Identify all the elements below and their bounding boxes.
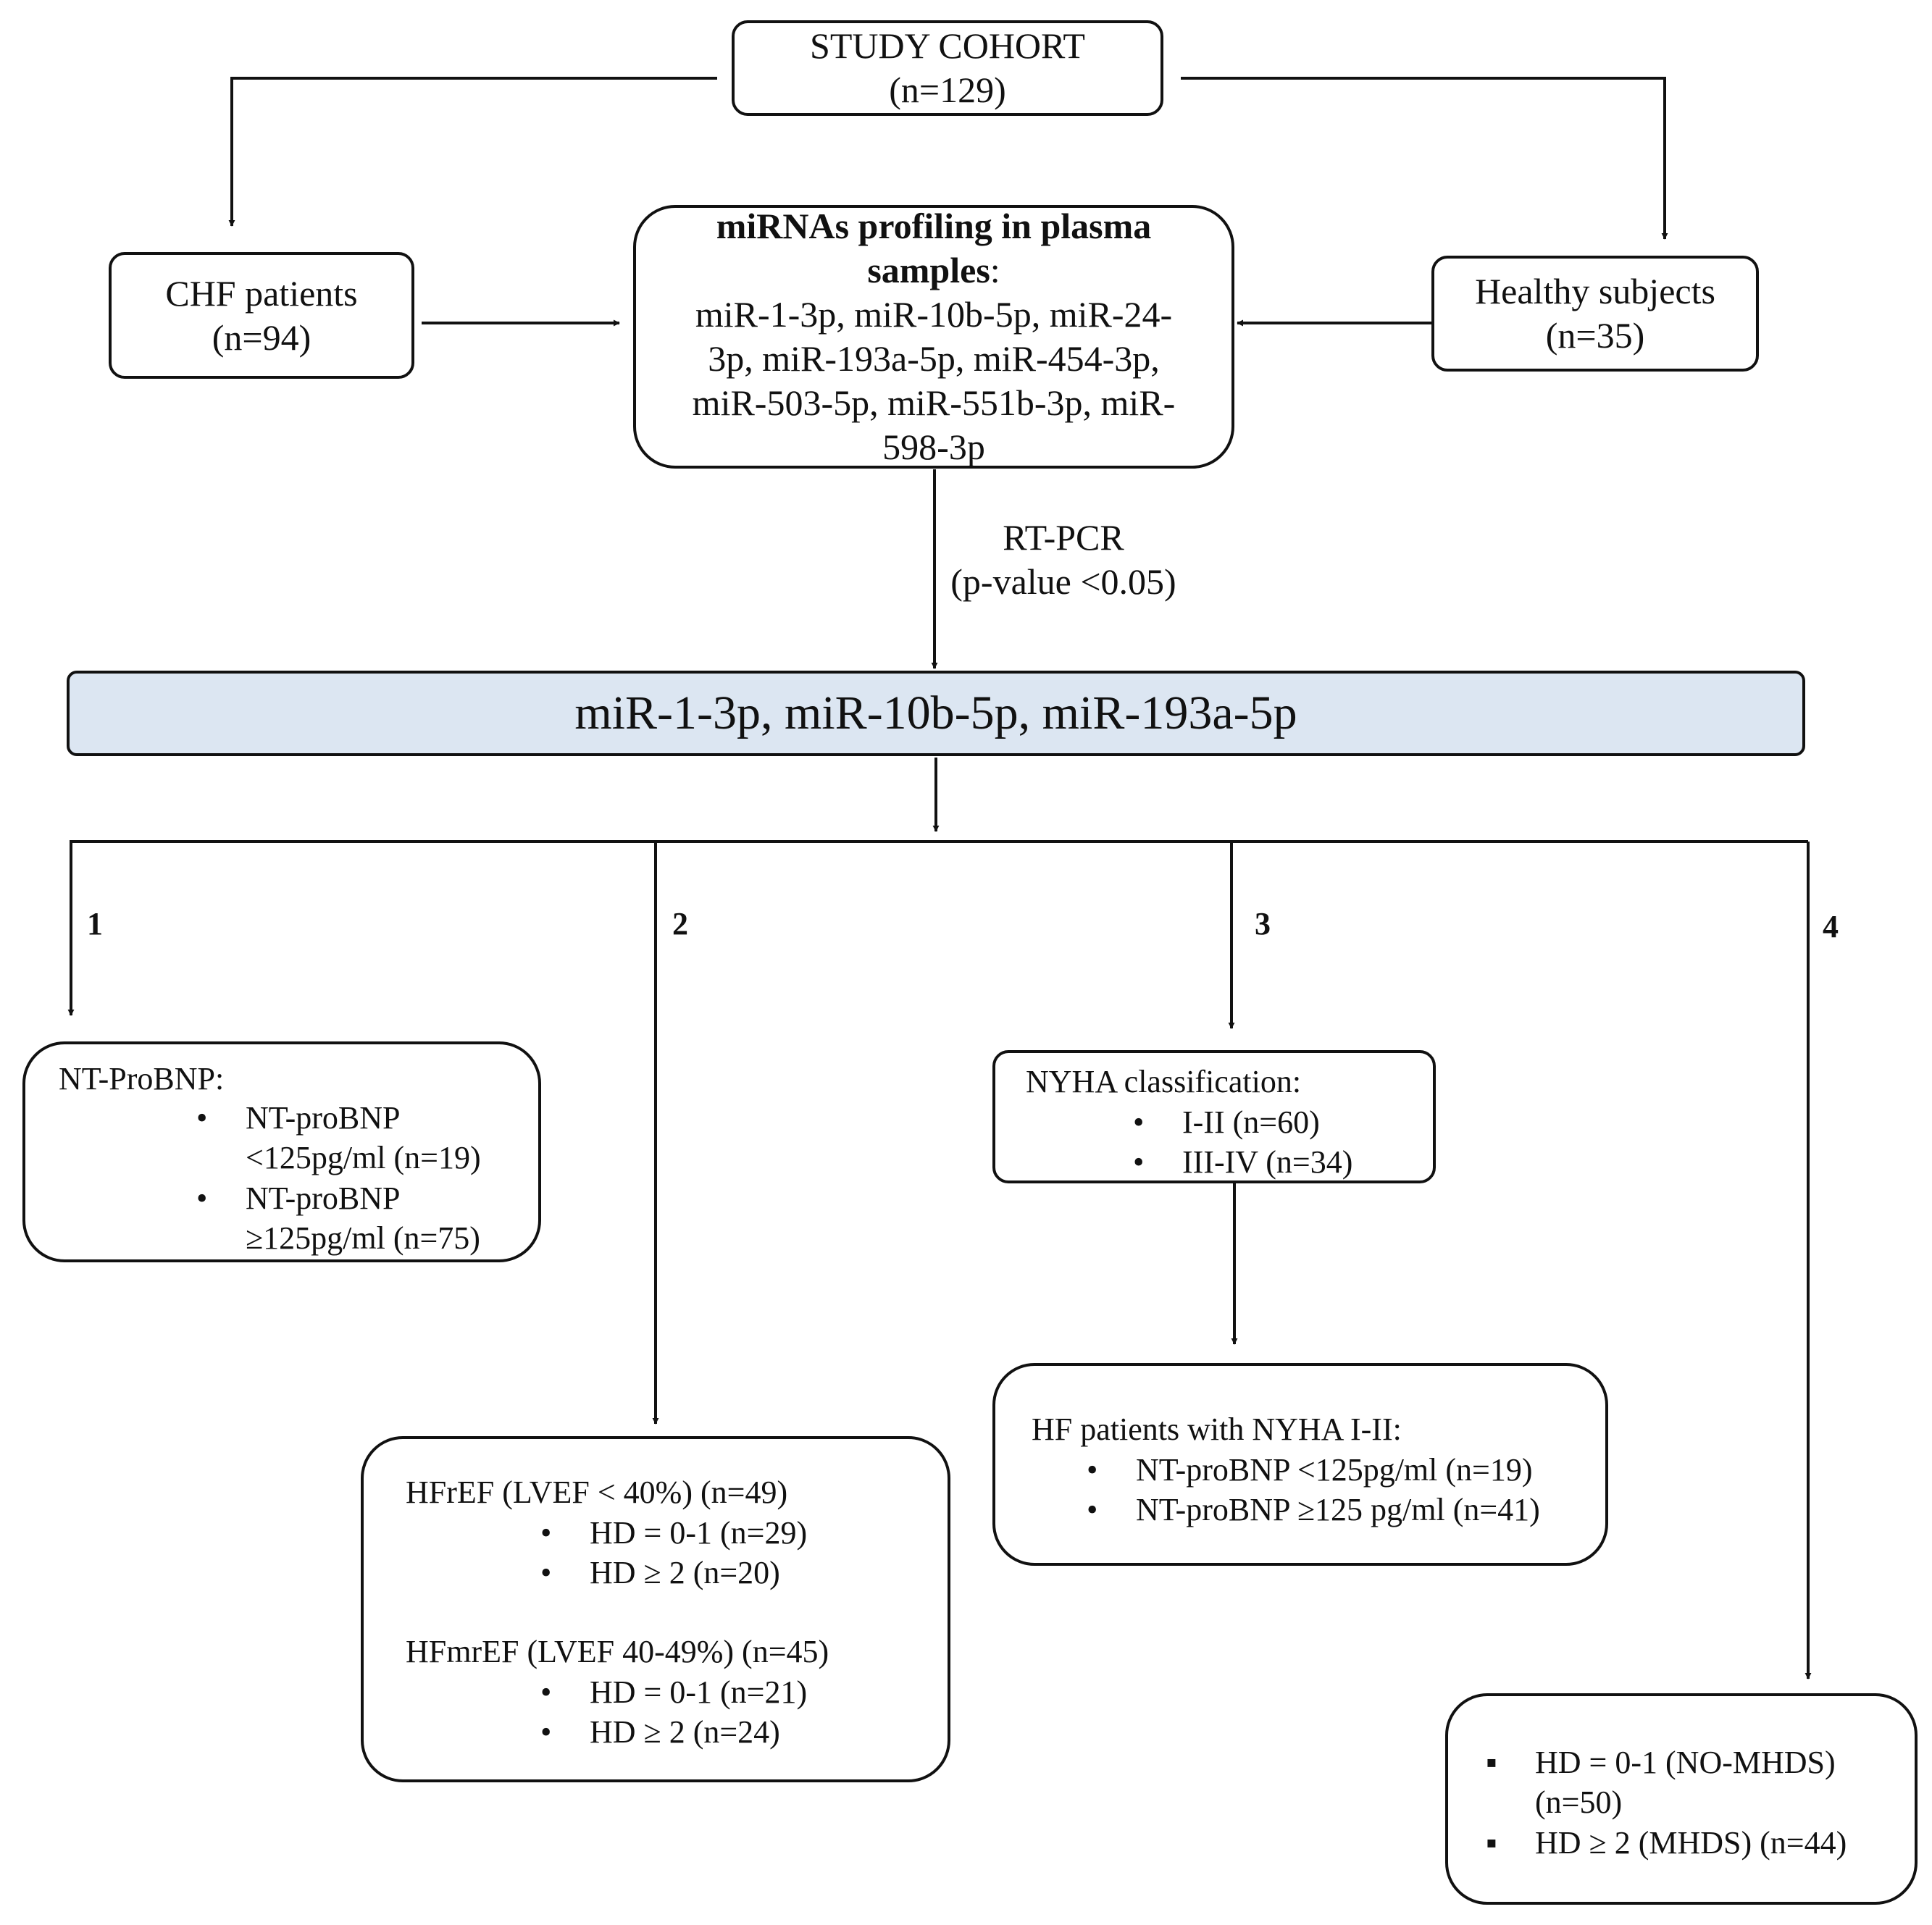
bullet-icon: • bbox=[540, 1555, 552, 1591]
bullet-icon: • bbox=[1133, 1144, 1145, 1180]
square-bullet-icon: ▪ bbox=[1486, 1745, 1497, 1780]
profiling-line-1: miR-1-3p, miR-10b-5p, miR-24- bbox=[695, 294, 1173, 335]
ntprobnp-item-2-line-2: ≥125pg/ml (n=75) bbox=[246, 1220, 480, 1257]
mhds-box: ▪ HD = 0-1 (NO-MHDS) (n=50) ▪ HD ≥ 2 (MH… bbox=[1445, 1693, 1918, 1905]
ntprobnp-title: NT-ProBNP: bbox=[59, 1061, 225, 1096]
nyha-item-text: I-II (n=60) bbox=[1182, 1104, 1320, 1140]
nyha-sub-list: • NT-proBNP <125pg/ml (n=19) • NT-proBNP… bbox=[1087, 1450, 1540, 1530]
study-cohort-title: STUDY COHORT bbox=[810, 25, 1085, 66]
mhds-item: ▪ HD = 0-1 (NO-MHDS) (n=50) bbox=[1486, 1742, 1847, 1823]
mirna-profiling-box: miRNAs profiling in plasma samples: miR-… bbox=[633, 205, 1234, 469]
chf-patients-title: CHF patients bbox=[165, 272, 358, 314]
hfref-item: • HD = 0-1 (n=29) bbox=[540, 1513, 807, 1553]
branch-number-3: 3 bbox=[1255, 906, 1271, 941]
nyha-item: • III-IV (n=34) bbox=[1133, 1142, 1352, 1182]
hfref-item-text: HD = 0-1 (n=29) bbox=[590, 1515, 808, 1551]
bullet-icon: • bbox=[196, 1180, 208, 1216]
mhds-item: ▪ HD ≥ 2 (MHDS) (n=44) bbox=[1486, 1823, 1847, 1863]
selected-mirnas-text: miR-1-3p, miR-10b-5p, miR-193a-5p bbox=[574, 687, 1297, 740]
bullet-icon: • bbox=[196, 1100, 208, 1136]
mhds-list: ▪ HD = 0-1 (NO-MHDS) (n=50) ▪ HD ≥ 2 (MH… bbox=[1486, 1742, 1847, 1863]
nyha-sub-item-text: NT-proBNP <125pg/ml (n=19) bbox=[1136, 1452, 1533, 1488]
hfref-title: HFrEF (LVEF < 40%) (n=49) bbox=[406, 1475, 788, 1510]
chf-patients-count: (n=94) bbox=[212, 316, 311, 358]
rt-pcr-label: RT-PCR (p-value <0.05) bbox=[944, 516, 1183, 604]
nyha-sub-item: • NT-proBNP ≥125 pg/ml (n=41) bbox=[1087, 1490, 1540, 1530]
selected-mirnas-box: miR-1-3p, miR-10b-5p, miR-193a-5p bbox=[67, 671, 1805, 756]
bullet-icon: • bbox=[540, 1674, 552, 1710]
ntprobnp-item: • NT-proBNP <125pg/ml (n=19) bbox=[196, 1098, 481, 1178]
hfref-list: • HD = 0-1 (n=29) • HD ≥ 2 (n=20) bbox=[540, 1513, 807, 1593]
nyha-list: • I-II (n=60) • III-IV (n=34) bbox=[1133, 1102, 1352, 1183]
healthy-subjects-box: Healthy subjects (n=35) bbox=[1431, 256, 1759, 372]
mhds-item-2-line-1: HD ≥ 2 (MHDS) (n=44) bbox=[1535, 1824, 1847, 1861]
hfmref-item-text: HD = 0-1 (n=21) bbox=[590, 1674, 808, 1710]
bullet-icon: • bbox=[540, 1714, 552, 1750]
healthy-subjects-title: Healthy subjects bbox=[1475, 271, 1715, 311]
branch-number-1: 1 bbox=[87, 906, 103, 941]
arrow-cohort-to-healthy bbox=[1181, 77, 1668, 240]
ntprobnp-item-2-line-1: NT-proBNP bbox=[246, 1180, 401, 1216]
lvef-box: HFrEF (LVEF < 40%) (n=49) • HD = 0-1 (n=… bbox=[361, 1436, 950, 1782]
profiling-title-colon: : bbox=[990, 250, 1000, 290]
square-bullet-icon: ▪ bbox=[1486, 1824, 1497, 1861]
branch-number-4: 4 bbox=[1823, 909, 1839, 944]
ntprobnp-item: • NT-proBNP ≥125pg/ml (n=75) bbox=[196, 1178, 481, 1259]
nyha-sub-title: HF patients with NYHA I-II: bbox=[1032, 1412, 1402, 1447]
hfref-item: • HD ≥ 2 (n=20) bbox=[540, 1553, 807, 1593]
hfmref-title: HFmrEF (LVEF 40-49%) (n=45) bbox=[406, 1634, 829, 1669]
arrow-cohort-to-chf bbox=[228, 77, 717, 227]
nyha-sub-item: • NT-proBNP <125pg/ml (n=19) bbox=[1087, 1450, 1540, 1490]
hfmref-item-text: HD ≥ 2 (n=24) bbox=[590, 1714, 780, 1750]
ntprobnp-item-1-line-1: NT-proBNP bbox=[246, 1100, 401, 1136]
profiling-line-4: 598-3p bbox=[882, 427, 985, 467]
ntprobnp-list: • NT-proBNP <125pg/ml (n=19) • NT-proBNP… bbox=[196, 1098, 481, 1259]
hfmref-item: • HD = 0-1 (n=21) bbox=[540, 1672, 807, 1712]
ntprobnp-item-1-line-2: <125pg/ml (n=19) bbox=[246, 1140, 481, 1176]
healthy-subjects-count: (n=35) bbox=[1545, 315, 1645, 356]
mhds-item-1-line-1: HD = 0-1 (NO-MHDS) bbox=[1535, 1745, 1836, 1780]
study-cohort-count: (n=129) bbox=[889, 70, 1006, 110]
nyha-sub-box: HF patients with NYHA I-II: • NT-proBNP … bbox=[992, 1363, 1608, 1566]
hfmref-item: • HD ≥ 2 (n=24) bbox=[540, 1712, 807, 1752]
rt-pcr-threshold: (p-value <0.05) bbox=[950, 561, 1176, 602]
nyha-sub-item-text: NT-proBNP ≥125 pg/ml (n=41) bbox=[1136, 1492, 1540, 1528]
branch-number-2: 2 bbox=[672, 906, 688, 941]
nyha-item: • I-II (n=60) bbox=[1133, 1102, 1352, 1142]
bullet-icon: • bbox=[1087, 1452, 1098, 1488]
nyha-box: NYHA classification: • I-II (n=60) • III… bbox=[992, 1050, 1436, 1183]
chf-patients-box: CHF patients (n=94) bbox=[109, 252, 414, 379]
bullet-icon: • bbox=[540, 1515, 552, 1551]
nyha-item-text: III-IV (n=34) bbox=[1182, 1144, 1353, 1180]
ntprobnp-box: NT-ProBNP: • NT-proBNP <125pg/ml (n=19) … bbox=[22, 1041, 541, 1262]
mhds-item-1-line-2: (n=50) bbox=[1535, 1784, 1623, 1821]
hfref-item-text: HD ≥ 2 (n=20) bbox=[590, 1555, 780, 1591]
hfmref-list: • HD = 0-1 (n=21) • HD ≥ 2 (n=24) bbox=[540, 1672, 807, 1753]
profiling-line-2: 3p, miR-193a-5p, miR-454-3p, bbox=[708, 338, 1160, 379]
bullet-icon: • bbox=[1087, 1492, 1098, 1528]
nyha-title: NYHA classification: bbox=[1026, 1064, 1302, 1099]
bullet-icon: • bbox=[1133, 1104, 1145, 1140]
study-cohort-box: STUDY COHORT (n=129) bbox=[732, 20, 1163, 116]
rt-pcr-method: RT-PCR bbox=[1003, 517, 1124, 558]
profiling-line-3: miR-503-5p, miR-551b-3p, miR- bbox=[692, 382, 1176, 423]
profiling-title: miRNAs profiling in plasma samples bbox=[716, 206, 1152, 290]
